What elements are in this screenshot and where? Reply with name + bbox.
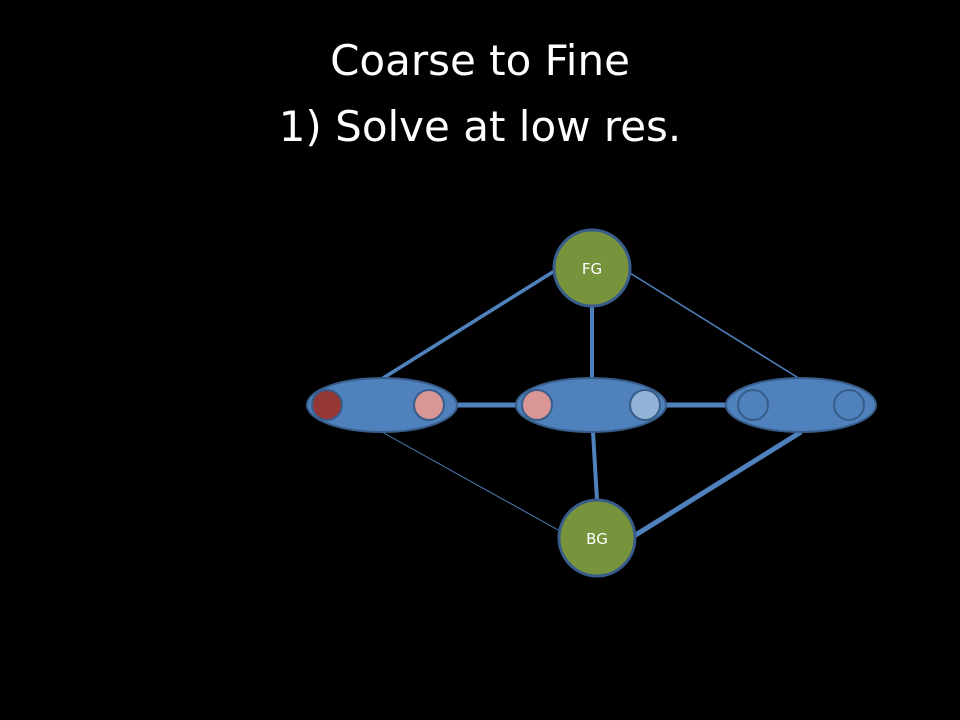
group-middle bbox=[515, 377, 667, 433]
slide-title-line-1: Coarse to Fine bbox=[330, 36, 630, 85]
pixel-node-blue bbox=[737, 389, 769, 421]
group-left bbox=[306, 377, 458, 433]
bg-terminal-node: BG bbox=[557, 498, 637, 578]
pixel-node-light-red bbox=[413, 389, 445, 421]
edge-fg-right bbox=[629, 272, 801, 380]
group-right-ellipse bbox=[725, 377, 877, 433]
fg-terminal-label: FG bbox=[582, 260, 602, 278]
pixel-node-light-red bbox=[521, 389, 553, 421]
fg-terminal-node: FG bbox=[552, 228, 632, 308]
fg-terminal-circle bbox=[552, 228, 632, 308]
slide-title-line-2: 1) Solve at low res. bbox=[278, 102, 682, 151]
edge-bg-right bbox=[632, 429, 803, 539]
bg-terminal-label: BG bbox=[586, 530, 608, 548]
edge-fg-left bbox=[379, 268, 557, 382]
edge-bg-middle bbox=[591, 431, 599, 501]
group-right bbox=[725, 377, 877, 433]
graph-edges bbox=[379, 268, 803, 539]
pixel-node-blue bbox=[833, 389, 865, 421]
pixel-node-dark-red bbox=[311, 389, 343, 421]
pixel-node-light-blue bbox=[629, 389, 661, 421]
group-middle-ellipse bbox=[515, 377, 667, 433]
edge-bg-left bbox=[381, 431, 561, 532]
group-left-ellipse bbox=[306, 377, 458, 433]
bg-terminal-circle bbox=[557, 498, 637, 578]
